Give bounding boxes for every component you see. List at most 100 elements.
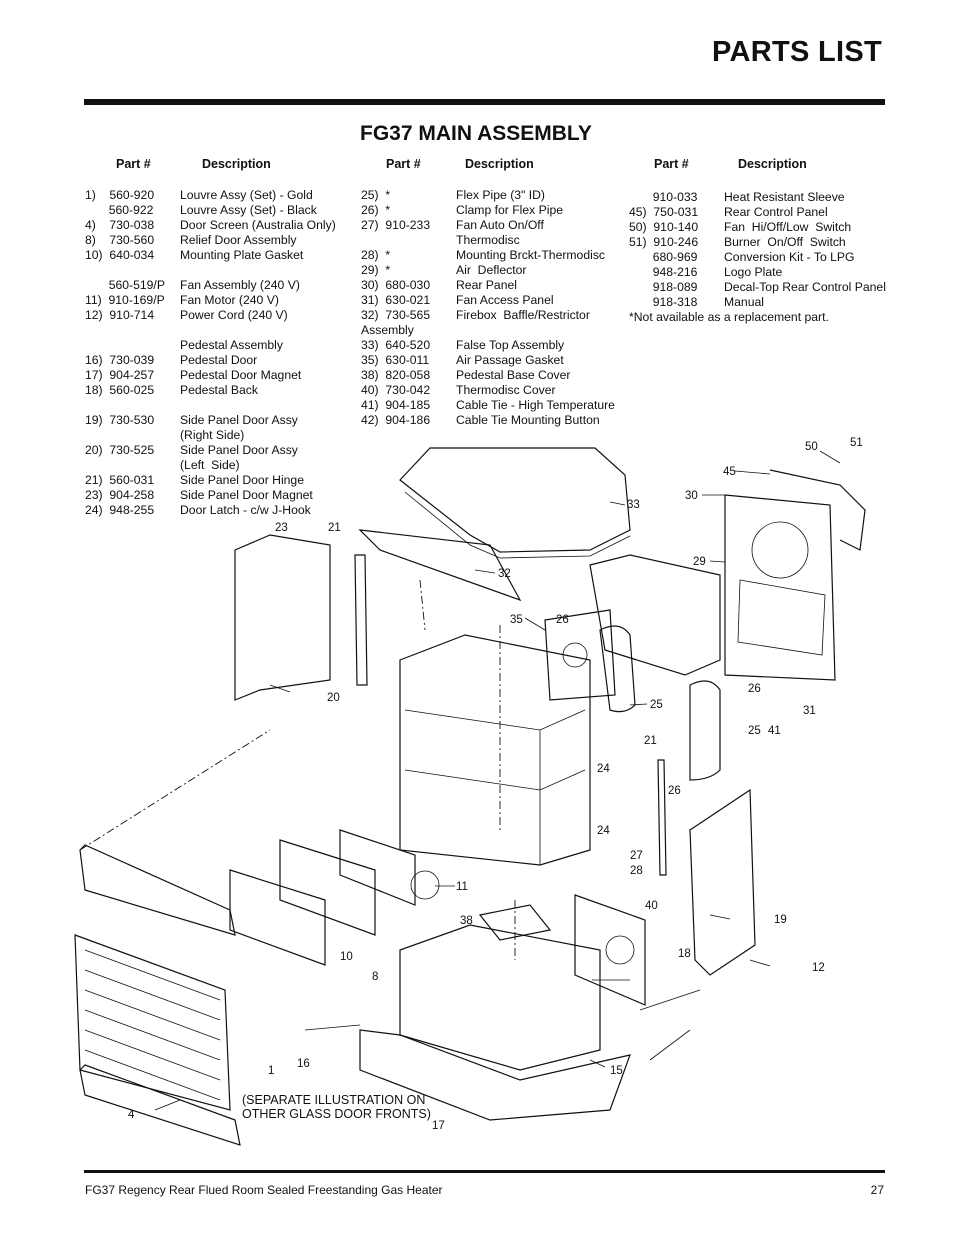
- part-description: Louvre Assy (Set) - Black: [180, 203, 317, 217]
- part-description: Thermodisc: [456, 233, 520, 247]
- right-side-door-part: [689, 788, 756, 976]
- part-description: Cable Tie Mounting Button: [456, 413, 600, 427]
- callout-11: 11: [456, 881, 468, 893]
- part-number: 28) *: [361, 248, 391, 262]
- parts-row: 27) 910-233 Fan Auto On/Off: [361, 218, 626, 233]
- callout-32: 32: [498, 568, 511, 580]
- parts-row: Assembly: [361, 323, 626, 338]
- callout-28: 28: [630, 865, 643, 877]
- callout-38: 38: [460, 915, 473, 927]
- part-description: Side Panel Door Assy: [180, 413, 298, 427]
- callout-1: 1: [268, 1065, 274, 1077]
- part-description: Air Deflector: [456, 263, 527, 277]
- false-top-part: [399, 447, 631, 553]
- part-number: 25) *: [361, 188, 391, 202]
- part-description: Burner On/Off Switch: [724, 235, 846, 249]
- not-available-note: *Not available as a replacement part.: [629, 310, 829, 324]
- relief-door-part: [229, 869, 326, 966]
- part-description: Flex Pipe (3" ID): [456, 188, 545, 202]
- part-number: 910-033: [629, 190, 698, 204]
- col3-part-header: Part #: [654, 157, 689, 171]
- louvre-bottom-part: [79, 1064, 241, 1146]
- callout-19: 19: [774, 914, 787, 926]
- callout-27: 27: [630, 850, 643, 862]
- callout-26a: 26: [556, 614, 569, 626]
- gasket-part: [544, 609, 616, 701]
- part-description: Air Passage Gasket: [456, 353, 564, 367]
- parts-row: 51) 910-246 Burner On/Off Switch: [629, 235, 894, 250]
- part-number: 918-089: [629, 280, 698, 294]
- parts-row: [85, 263, 360, 278]
- part-number: 27) 910-233: [361, 218, 431, 232]
- part-number: 29) *: [361, 263, 391, 277]
- callout-26b: 26: [748, 683, 761, 695]
- footer-title: FG37 Regency Rear Flued Room Sealed Free…: [85, 1183, 443, 1197]
- part-number: 918-318: [629, 295, 698, 309]
- callout-30: 30: [685, 490, 698, 502]
- callout-25b: 25: [748, 725, 761, 737]
- parts-row: 38) 820-058 Pedestal Base Cover: [361, 368, 626, 383]
- part-number: [85, 398, 180, 413]
- part-number: 560-519/P: [85, 278, 165, 292]
- col1-part-header: Part #: [116, 157, 151, 171]
- part-description: Rear Panel: [456, 278, 517, 292]
- callout-41: 41: [768, 725, 781, 737]
- pedestal-base-part: [359, 1029, 631, 1121]
- part-description: Pedestal Base Cover: [456, 368, 571, 382]
- part-number: 51) 910-246: [629, 235, 699, 249]
- callout-35: 35: [510, 614, 523, 626]
- part-description: [180, 323, 360, 338]
- part-number: 8) 730-560: [85, 233, 155, 247]
- parts-row: [85, 398, 360, 413]
- callout-4: 4: [128, 1109, 135, 1121]
- part-number: 16) 730-039: [85, 353, 155, 367]
- part-number: [85, 338, 180, 353]
- callout-25a: 25: [650, 699, 663, 711]
- page-title: PARTS LIST: [711, 36, 882, 68]
- part-description: Side Panel Door Hinge: [180, 473, 304, 487]
- part-number: 26) *: [361, 203, 391, 217]
- parts-row: 25) * Flex Pipe (3" ID): [361, 188, 626, 203]
- part-description: Door Latch - c/w J-Hook: [180, 503, 311, 517]
- part-description: Side Panel Door Magnet: [180, 488, 313, 502]
- part-description: (Left Side): [180, 458, 240, 472]
- part-number: [361, 233, 456, 248]
- right-hinge-part: [657, 759, 667, 876]
- baffle-part: [358, 529, 522, 602]
- part-number: 948-216: [629, 265, 698, 279]
- part-description: Fan Access Panel: [456, 293, 554, 307]
- part-description: Firebox Baffle/Restrictor: [456, 308, 590, 322]
- part-number: 38) 820-058: [361, 368, 431, 382]
- part-description: Fan Auto On/Off: [456, 218, 544, 232]
- part-number: 18) 560-025: [85, 383, 155, 397]
- part-description: Power Cord (240 V): [180, 308, 288, 322]
- part-number: Assembly: [361, 323, 414, 337]
- pedestal-back-part: [574, 894, 646, 1006]
- part-number: 21) 560-031: [85, 473, 155, 487]
- part-description: Pedestal Back: [180, 383, 258, 397]
- louvre-top-part: [79, 844, 236, 936]
- part-description: Fan Motor (240 V): [180, 293, 279, 307]
- part-number: 35) 630-011: [361, 353, 430, 367]
- left-hinge-part: [354, 554, 368, 686]
- parts-row: 26) *Clamp for Flex Pipe: [361, 203, 626, 218]
- part-description: Thermodisc Cover: [456, 383, 556, 397]
- callout-24b: 24: [597, 825, 610, 837]
- air-deflector-part: [589, 554, 721, 676]
- part-number: 30) 680-030: [361, 278, 431, 292]
- parts-row: 35) 630-011 Air Passage Gasket: [361, 353, 626, 368]
- callout-12: 12: [812, 962, 825, 974]
- callout-18: 18: [678, 948, 691, 960]
